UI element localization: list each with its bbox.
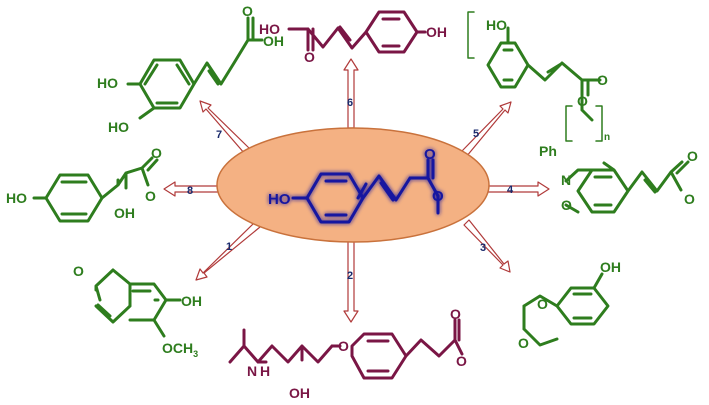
arrow-label-7: 7: [216, 129, 222, 141]
molecule-umbelliferone: OH O O: [518, 259, 621, 351]
arrow-label-1: 1: [226, 241, 232, 253]
esmolol-oh: OH: [289, 385, 310, 401]
hydroxy-ester-ester-o: O: [145, 188, 156, 204]
polymer-ho: HO: [486, 17, 507, 33]
arrow-label-5: 5: [473, 128, 479, 140]
arrow-1: [195, 221, 261, 281]
coumaric-acid-carbonyl-o: O: [304, 49, 315, 65]
esmolol-ester-o: O: [456, 353, 467, 369]
coumaric-acid-phenol-oh: OH: [426, 24, 447, 40]
scopoletin-carbonyl-o: O: [73, 263, 84, 279]
arrow-2: [343, 239, 359, 323]
arrow-label-6: 6: [347, 97, 353, 109]
esmolol-h: H: [260, 363, 270, 379]
arrow-label-8: 8: [187, 185, 193, 197]
benzoxazine-n: N: [561, 172, 571, 188]
arrow-3: [463, 219, 511, 273]
molecule-benzoxazine: Ph N O O O: [539, 143, 698, 214]
center-ester-o: O: [432, 188, 444, 205]
umbelliferone-carbonyl-o: O: [518, 335, 529, 351]
benzoxazine-ring-o: O: [561, 197, 572, 213]
caffeic-acid-ho-bottom: HO: [108, 119, 129, 135]
benzoxazine-carbonyl-o: O: [687, 148, 698, 164]
arrow-label-4: 4: [507, 184, 514, 196]
benzoxazine-phenyl: Ph: [539, 143, 557, 159]
center-ho-label: HO: [268, 191, 291, 208]
arrow-6: [343, 58, 359, 129]
scopoletin-och3: OCH3: [162, 340, 198, 359]
hydroxy-ester-ho: HO: [6, 190, 27, 206]
arrow-label-3: 3: [480, 242, 486, 254]
arrow-label-2: 2: [347, 270, 353, 282]
arrow-8: [163, 181, 221, 197]
molecule-hydroxy-ester: HO OH O O: [6, 145, 162, 223]
center-carbonyl-o: O: [424, 146, 436, 163]
center-ellipse: [216, 127, 490, 243]
polymer-repeat-n: n: [604, 132, 610, 143]
molecule-polymer: HO O O n: [467, 11, 610, 143]
umbelliferone-ring-o: O: [537, 296, 548, 312]
esmolol-ether-o: O: [338, 338, 349, 354]
umbelliferone-oh: OH: [600, 259, 621, 275]
scopoletin-oh: OH: [181, 293, 202, 309]
molecule-caffeic-acid: O OH HO HO: [97, 3, 284, 135]
center-molecule: HO O O: [268, 146, 444, 224]
caffeic-acid-ho-top: HO: [97, 75, 118, 91]
molecule-coumaric-acid: HO O OH: [259, 10, 447, 65]
benzoxazine-ester-o: O: [684, 191, 695, 207]
arrow-7: [199, 100, 251, 155]
molecule-scopoletin: O OH OCH3: [73, 263, 202, 359]
arrows: 1 2 3 4 5 6 7 8: [163, 58, 550, 323]
polymer-carbonyl-o: O: [597, 72, 608, 88]
hydroxy-ester-carbonyl-o: O: [151, 145, 162, 161]
coumaric-acid-ho: HO: [259, 21, 280, 37]
molecule-esmolol-like: N H OH O O O: [228, 306, 467, 401]
arrow-5: [460, 101, 512, 158]
polymer-chain-o: O: [577, 93, 588, 109]
caffeic-acid-carbonyl-o: O: [242, 3, 253, 19]
esmolol-carbonyl-o: O: [450, 306, 461, 322]
esmolol-n: N: [247, 363, 257, 379]
caffeic-acid-oh: OH: [263, 33, 284, 49]
hydroxy-ester-oh: OH: [114, 205, 135, 221]
arrow-4: [487, 181, 550, 197]
